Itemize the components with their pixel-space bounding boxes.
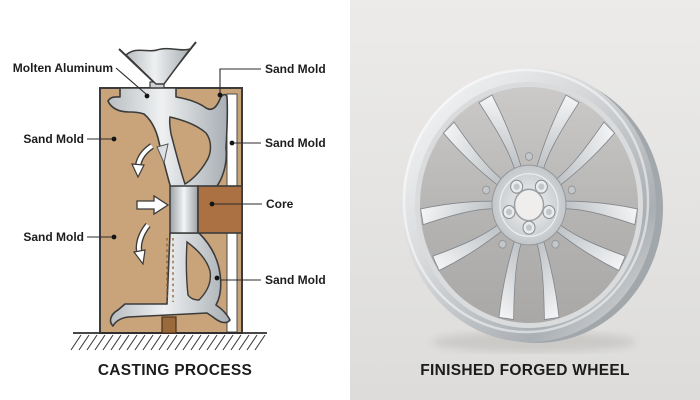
casting-diagram: Molten Aluminum Sand Mold Sand Mold Sand… [13,41,326,351]
leader-sand-mold-top-right [219,68,261,93]
label-sand-mold-left-upper: Sand Mold [23,132,84,146]
rim-highlight [402,68,650,334]
spoke-pair [536,119,642,249]
label-sand-mold-top-right: Sand Mold [265,62,326,76]
lug-bolt [510,179,524,194]
lug-bolt [542,204,556,220]
sand-island-lower [185,240,212,301]
spoke-pocket-bolt [567,185,576,195]
casting-process-panel: Molten Aluminum Sand Mold Sand Mold Sand… [12,41,326,379]
casting-process-caption: CASTING PROCESS [97,362,253,379]
sand-island-upper [168,116,212,186]
bottom-gate [161,316,177,334]
spoke-pocket-bolt [482,185,491,195]
flow-arrow-upper [131,143,154,179]
forged-wheel-caption: FINISHED FORGED WHEEL [420,362,630,379]
center-bore [513,188,545,222]
lug-bolt [522,220,536,235]
label-sand-mold-left-lower: Sand Mold [23,230,84,244]
label-sand-mold-right-lower: Sand Mold [265,273,326,287]
label-core: Core [266,197,294,211]
leader-dot [229,140,235,146]
molten-flow-arrow [156,143,169,165]
spoke-pair [502,194,630,327]
spoke-pair [416,119,522,249]
label-sand-mold-right-middle: Sand Mold [265,136,326,150]
leader-molten-aluminum [115,67,147,95]
spoke-pair [478,94,580,179]
spoke-pocket-bolt [551,239,560,249]
forged-wheel-photo [350,0,700,400]
spoke-pocket-bolt [525,152,533,161]
leader-dot [111,136,117,142]
leader-dot [144,93,150,99]
hub-ring [499,173,559,237]
forged-wheel-panel: FINISHED FORGED WHEEL [350,0,700,400]
spoke-pocket-bolt [498,239,507,249]
spoke-pair [428,194,556,327]
leader-dot [214,275,220,281]
center-dashed-lines [166,238,174,302]
wheel-face [416,94,642,327]
leader-dot [111,234,117,240]
leader-dot [209,201,215,207]
core-block [197,185,243,234]
leader-dot [217,92,223,98]
flow-arrow-middle [136,194,170,216]
ground-hatching [70,334,266,351]
hub-cavity [169,185,199,234]
label-molten-aluminum: Molten Aluminum [13,61,113,75]
pouring-funnel [124,47,193,85]
lug-bolt [534,179,548,194]
flow-arrow-lower [132,222,151,266]
